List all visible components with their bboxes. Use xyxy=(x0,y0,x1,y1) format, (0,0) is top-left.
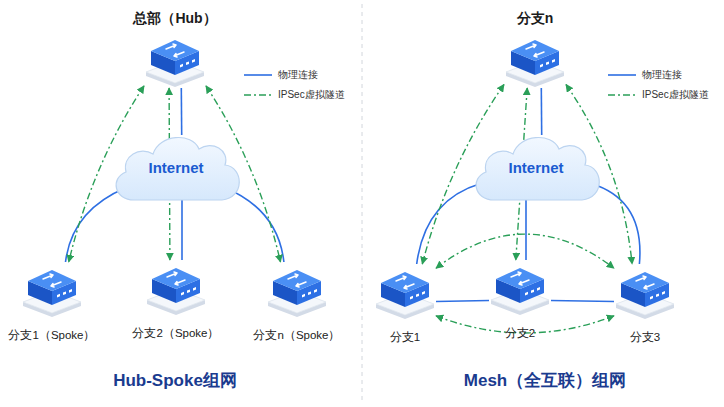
port-marks xyxy=(540,59,555,68)
switch-icon xyxy=(266,262,328,318)
physical-link xyxy=(225,188,284,262)
port-marks xyxy=(57,289,72,298)
box-top xyxy=(496,268,544,289)
legend-line xyxy=(608,74,636,76)
cloud-label: Internet xyxy=(466,128,606,206)
internet-cloud: Internet xyxy=(106,128,246,206)
physical-link xyxy=(66,188,127,263)
router-node: 分支n xyxy=(504,32,566,88)
arrow-glyph xyxy=(166,44,184,57)
switch-icon xyxy=(489,260,551,316)
diagram-caption: Hub-Spoke组网 xyxy=(113,369,237,392)
port-marks xyxy=(410,291,425,300)
physical-link xyxy=(417,183,481,264)
arrow-glyph xyxy=(288,274,306,287)
legend-row: 物理连接 xyxy=(608,68,682,82)
box-top xyxy=(152,268,200,289)
box-top xyxy=(511,40,559,61)
switch-icon xyxy=(21,262,83,318)
divider-line xyxy=(362,4,363,403)
physical-link xyxy=(540,88,542,135)
device-label: 分支2（Spoke） xyxy=(132,326,219,341)
physical-link xyxy=(436,301,489,302)
port-marks xyxy=(525,287,540,296)
legend-sample xyxy=(608,71,636,79)
port-marks xyxy=(180,59,195,68)
legend-row: 物理连接 xyxy=(244,68,318,82)
arrow-glyph xyxy=(396,276,414,289)
device-label: 分支3 xyxy=(630,330,660,345)
switch-icon xyxy=(504,32,566,88)
diagram-caption: Mesh（全互联）组网 xyxy=(464,369,626,392)
legend-line xyxy=(244,94,272,95)
legend-sample xyxy=(608,91,636,99)
switch-icon xyxy=(374,264,436,320)
device-label: 分支1 xyxy=(390,330,420,345)
box-top xyxy=(151,40,199,61)
port-marks xyxy=(302,289,317,298)
device-label: 分支n xyxy=(517,10,554,28)
legend-text: IPSec虚拟隧道 xyxy=(642,88,709,102)
physical-link xyxy=(551,301,614,302)
router-node: 分支1 xyxy=(374,264,436,320)
router-node: 分支2（Spoke） xyxy=(145,260,207,316)
router-node: 分支2 xyxy=(489,260,551,316)
physical-link xyxy=(181,199,183,260)
arrow-glyph xyxy=(167,272,185,285)
legend-text: 物理连接 xyxy=(278,68,318,82)
legend-row: IPSec虚拟隧道 xyxy=(608,88,709,102)
box-top xyxy=(28,270,76,291)
legend-line xyxy=(608,94,636,95)
physical-link xyxy=(181,88,183,135)
switch-icon xyxy=(614,264,676,320)
box-top xyxy=(381,272,429,293)
arrow-glyph xyxy=(526,44,544,57)
arrow-glyph xyxy=(636,276,654,289)
router-node: 总部（Hub） xyxy=(144,32,206,88)
legend-sample xyxy=(244,71,272,79)
port-marks xyxy=(181,287,196,296)
switch-icon xyxy=(145,260,207,316)
legend-row: IPSec虚拟隧道 xyxy=(244,88,345,102)
device-label: 分支2 xyxy=(505,326,535,341)
arrow-glyph xyxy=(43,274,61,287)
legend-sample xyxy=(244,91,272,99)
router-node: 分支n（Spoke） xyxy=(266,262,328,318)
arrow-glyph xyxy=(511,272,529,285)
box-top xyxy=(273,270,321,291)
device-label: 分支n（Spoke） xyxy=(253,328,340,343)
router-node: 分支3 xyxy=(614,264,676,320)
physical-link xyxy=(525,199,527,260)
ipsec-tunnel xyxy=(436,234,614,268)
legend-text: 物理连接 xyxy=(642,68,682,82)
device-label: 总部（Hub） xyxy=(133,10,216,28)
port-marks xyxy=(650,291,665,300)
physical-link xyxy=(591,184,640,264)
router-node: 分支1（Spoke） xyxy=(21,262,83,318)
switch-icon xyxy=(144,32,206,88)
cloud-label: Internet xyxy=(106,128,246,206)
box-top xyxy=(621,272,669,293)
legend-line xyxy=(244,74,272,76)
internet-cloud: Internet xyxy=(466,128,606,206)
legend-text: IPSec虚拟隧道 xyxy=(278,88,345,102)
device-label: 分支1（Spoke） xyxy=(8,328,95,343)
